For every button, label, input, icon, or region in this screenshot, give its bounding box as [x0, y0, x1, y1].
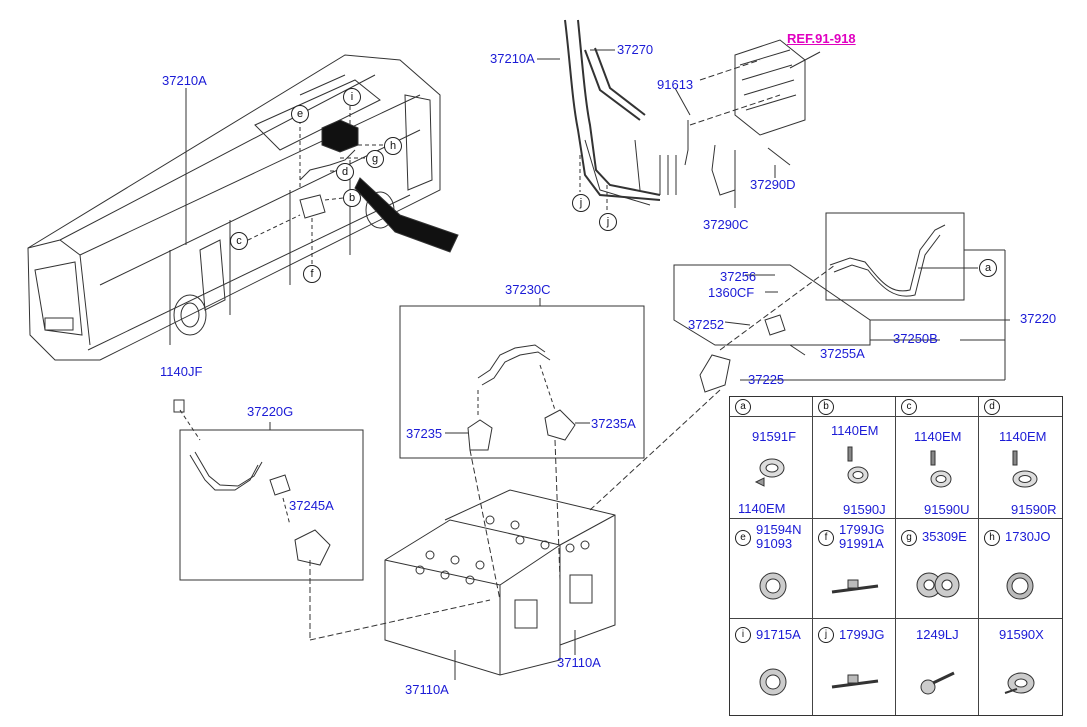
label-37225: 37225: [748, 372, 785, 387]
part-number: 1799JG: [839, 627, 885, 642]
pointer-arrow: [354, 177, 459, 253]
label-37210a-bus: 37210A: [162, 73, 207, 88]
marker-c: c: [230, 232, 248, 250]
marker-j-left: j: [572, 194, 590, 212]
part-number: 91590X: [999, 627, 1044, 642]
table-cell-a: a 91591F 1140EM: [730, 397, 813, 519]
label-1140jf: 1140JF: [160, 364, 203, 379]
part-number: 91715A: [756, 627, 801, 642]
marker-e: e: [291, 105, 309, 123]
part-number: 1249LJ: [916, 627, 959, 642]
table-cell-f: f 1799JG 91991A: [813, 519, 896, 619]
parts-reference-table: a 91591F 1140EM b 1140EM 91590J c 1140EM…: [729, 396, 1063, 716]
label-37210a-top: 37210A: [490, 51, 535, 66]
label-37245a: 37245A: [289, 498, 334, 513]
table-cell-b: b 1140EM 91590J: [813, 397, 896, 519]
label-37256: 37256: [720, 269, 757, 284]
label-1360cf: 1360CF: [708, 285, 755, 300]
marker-a: a: [979, 259, 997, 277]
label-37110a-left: 37110A: [405, 682, 449, 697]
part-number: 35309E: [922, 529, 967, 544]
part-number: 1799JG: [839, 522, 885, 537]
double-clamp-icon: [916, 572, 960, 598]
table-cell-e: e 91594N 91093: [730, 519, 813, 619]
screw-icon: [920, 671, 955, 695]
part-number: 1140EM: [831, 423, 879, 438]
table-cell-i: i 91715A: [730, 619, 813, 715]
clip-icon: [1004, 672, 1035, 694]
cell-tag: g: [901, 530, 917, 546]
part-number: 91991A: [839, 536, 884, 551]
label-37230c: 37230C: [505, 282, 551, 297]
marker-g: g: [366, 150, 384, 168]
part-number: 1140EM: [738, 501, 786, 516]
label-37235a: 37235A: [591, 416, 636, 431]
part-number: 91093: [756, 536, 793, 551]
part-number: 91590R: [1011, 502, 1057, 517]
cable-tie-icon: [831, 579, 879, 594]
label-91613: 91613: [657, 77, 694, 92]
table-cell-j: j 1799JG: [813, 619, 896, 715]
part-number: 1140EM: [914, 429, 962, 444]
part-number: 1730JO: [1005, 529, 1051, 544]
part-number: 91594N: [756, 522, 802, 537]
part-number: 1140EM: [999, 429, 1047, 444]
label-37250b: 37250B: [893, 331, 938, 346]
table-cell-g: g 35309E: [896, 519, 979, 619]
label-37252: 37252: [688, 317, 725, 332]
clamp-icon: [754, 458, 785, 487]
marker-b: b: [343, 189, 361, 207]
label-37220g: 37220G: [247, 404, 294, 419]
cell-tag: b: [818, 399, 834, 415]
cell-tag: i: [735, 627, 751, 643]
label-37290d: 37290D: [750, 177, 796, 192]
marker-i: i: [343, 88, 361, 106]
cell-tag: f: [818, 530, 834, 546]
label-37235: 37235: [406, 426, 443, 441]
clip-icon: [1012, 450, 1038, 488]
grommet-icon: [1006, 572, 1034, 600]
ref-link-91-918[interactable]: REF.91-918: [787, 31, 856, 46]
clip-icon: [930, 450, 952, 488]
marker-j-right: j: [599, 213, 617, 231]
cell-tag: j: [818, 627, 834, 643]
cell-tag: h: [984, 530, 1000, 546]
table-cell-c: c 1140EM 91590U: [896, 397, 979, 519]
part-number: 91591F: [752, 429, 797, 444]
batteries: [384, 489, 616, 676]
cell-tag: e: [735, 530, 751, 546]
part-number: 91590U: [924, 502, 970, 517]
part-number: 91590J: [843, 502, 886, 517]
label-37255a: 37255A: [820, 346, 865, 361]
label-37220: 37220: [1020, 311, 1057, 326]
marker-h: h: [384, 137, 402, 155]
label-37270: 37270: [617, 42, 654, 57]
marker-d: d: [336, 163, 354, 181]
table-cell-screw: 1249LJ: [896, 619, 979, 715]
cable-tie-icon: [831, 674, 879, 689]
cell-tag: c: [901, 399, 917, 415]
marker-f: f: [303, 265, 321, 283]
label-37290c: 37290C: [703, 217, 749, 232]
table-cell-h: h 1730JO: [979, 519, 1062, 619]
clip-icon: [847, 446, 869, 484]
grommet-icon: [759, 572, 787, 600]
grommet-icon: [759, 668, 787, 696]
label-37110a-right: 37110A: [557, 655, 601, 670]
table-cell-clip: 91590X: [979, 619, 1062, 715]
table-cell-d: d 1140EM 91590R: [979, 397, 1062, 519]
cell-tag: d: [984, 399, 1000, 415]
cell-tag: a: [735, 399, 751, 415]
